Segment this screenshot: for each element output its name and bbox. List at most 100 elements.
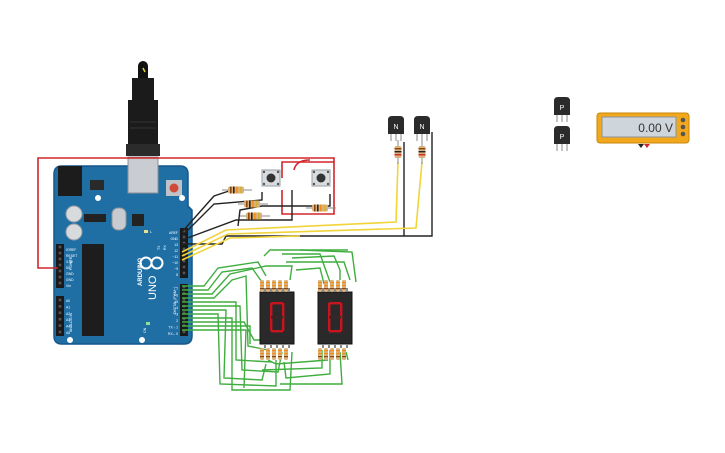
pulldown-resistors[interactable] (222, 186, 336, 220)
segment-resistor-4[interactable] (266, 348, 270, 360)
push-button-2[interactable] (311, 169, 331, 187)
header-pin[interactable] (182, 330, 186, 334)
pulldown-resistor-4[interactable] (306, 204, 336, 212)
pulldown-resistor-2[interactable] (238, 200, 268, 208)
header-pin[interactable] (182, 298, 186, 302)
transistor-resistor-1[interactable] (394, 140, 402, 164)
analog-pin-label-3: A3 (66, 318, 70, 322)
segment-resistor-6[interactable] (272, 348, 276, 360)
probe-red[interactable] (644, 144, 650, 148)
segment-resistor-12[interactable] (318, 348, 322, 360)
header-pin[interactable] (182, 259, 186, 263)
segment-resistor-7[interactable] (278, 280, 282, 292)
segment-resistor-8[interactable] (278, 348, 282, 360)
pulldown-resistor-1[interactable] (222, 186, 252, 194)
segment-resistor-3[interactable] (266, 280, 270, 292)
header-pin[interactable] (182, 229, 186, 233)
regulator (90, 180, 104, 190)
header-pin[interactable] (58, 251, 62, 255)
analog-pin-label-5: A5 (66, 331, 70, 335)
segment-resistor-20[interactable] (342, 348, 346, 360)
transistor-type-label: P (560, 134, 565, 141)
header-pin[interactable] (58, 281, 62, 285)
mode-dial-a[interactable] (680, 117, 686, 123)
segment-resistor-19[interactable] (342, 280, 346, 292)
header-pin[interactable] (182, 311, 186, 314)
header-pin[interactable] (58, 275, 62, 279)
probe-black[interactable] (638, 144, 644, 148)
usb-cable[interactable] (126, 61, 160, 156)
push-button-1[interactable] (261, 169, 281, 187)
transistor-type-label: P (560, 105, 565, 112)
header-pin[interactable] (58, 298, 62, 302)
segment-resistor-14[interactable] (324, 348, 328, 360)
transistor-2[interactable]: N (414, 116, 430, 141)
capacitor-2 (65, 223, 83, 241)
header-pin[interactable] (58, 257, 62, 261)
seven-segment-display-1[interactable]: 0 (259, 288, 295, 348)
mount-hole-1 (95, 195, 101, 201)
transistor-3[interactable]: P (554, 97, 570, 122)
model-label: UNO (147, 275, 159, 300)
header-pin[interactable] (182, 317, 186, 321)
header-pin[interactable] (58, 245, 62, 249)
seven-segment-display-2[interactable]: 0 (317, 288, 353, 348)
segment-resistor-9[interactable] (284, 280, 288, 292)
header-pin[interactable] (58, 305, 62, 308)
analog-header[interactable] (56, 296, 64, 336)
segment-resistor-1[interactable] (260, 280, 264, 292)
segment-resistor-17[interactable] (336, 280, 340, 292)
digital-header-top[interactable] (180, 228, 188, 278)
segment-resistor-13[interactable] (324, 280, 328, 292)
mode-dial-v[interactable] (680, 124, 686, 130)
digital-pin-label-top-6: ~9 (174, 267, 178, 271)
black-wires[interactable] (181, 132, 433, 245)
mount-hole-2 (179, 195, 185, 201)
segment-resistor-5[interactable] (272, 280, 276, 292)
red-wires[interactable] (37, 157, 335, 269)
segment-resistor-16[interactable] (330, 348, 334, 360)
multimeter[interactable]: 0.00 V (596, 112, 690, 148)
header-pin[interactable] (58, 324, 62, 327)
header-pin[interactable] (182, 285, 186, 289)
green-wires[interactable] (182, 249, 357, 391)
reset-button-cap[interactable] (169, 183, 179, 193)
on-led-label: ON (143, 327, 147, 333)
segment-resistor-10[interactable] (284, 348, 288, 360)
pulldown-resistor-3[interactable] (240, 212, 270, 220)
digital-pin-label-top-1: GND (170, 237, 178, 241)
header-pin[interactable] (182, 235, 186, 239)
yellow-wires[interactable] (181, 161, 423, 261)
segment-resistor-2[interactable] (260, 348, 264, 360)
header-pin[interactable] (58, 263, 62, 267)
header-pin[interactable] (58, 317, 62, 321)
transistor-1[interactable]: N (388, 116, 404, 141)
digital-pin-label-bottom-6: TX→1 (168, 325, 178, 329)
transistor-resistor-2[interactable] (418, 140, 426, 164)
header-pin[interactable] (182, 265, 186, 269)
power-pin-label-4: GND (66, 272, 74, 276)
header-pin[interactable] (58, 311, 62, 315)
transistor-4[interactable]: P (554, 126, 570, 151)
icsp-header (84, 214, 106, 222)
header-pin[interactable] (182, 247, 186, 251)
header-pin[interactable] (182, 241, 186, 245)
segment-resistor-15[interactable] (330, 280, 334, 292)
header-pin[interactable] (182, 271, 186, 275)
mode-dial-r[interactable] (680, 131, 686, 137)
tx-label: TX (157, 245, 161, 250)
segment-resistor-18[interactable] (336, 348, 340, 360)
segment-resistors[interactable] (260, 280, 346, 360)
mount-hole-4 (139, 337, 145, 343)
brand-label: ARDUINO (138, 258, 144, 286)
usb-port (127, 156, 159, 194)
header-pin[interactable] (58, 269, 62, 273)
segment-resistor-11[interactable] (318, 280, 322, 292)
header-pin[interactable] (58, 330, 62, 334)
